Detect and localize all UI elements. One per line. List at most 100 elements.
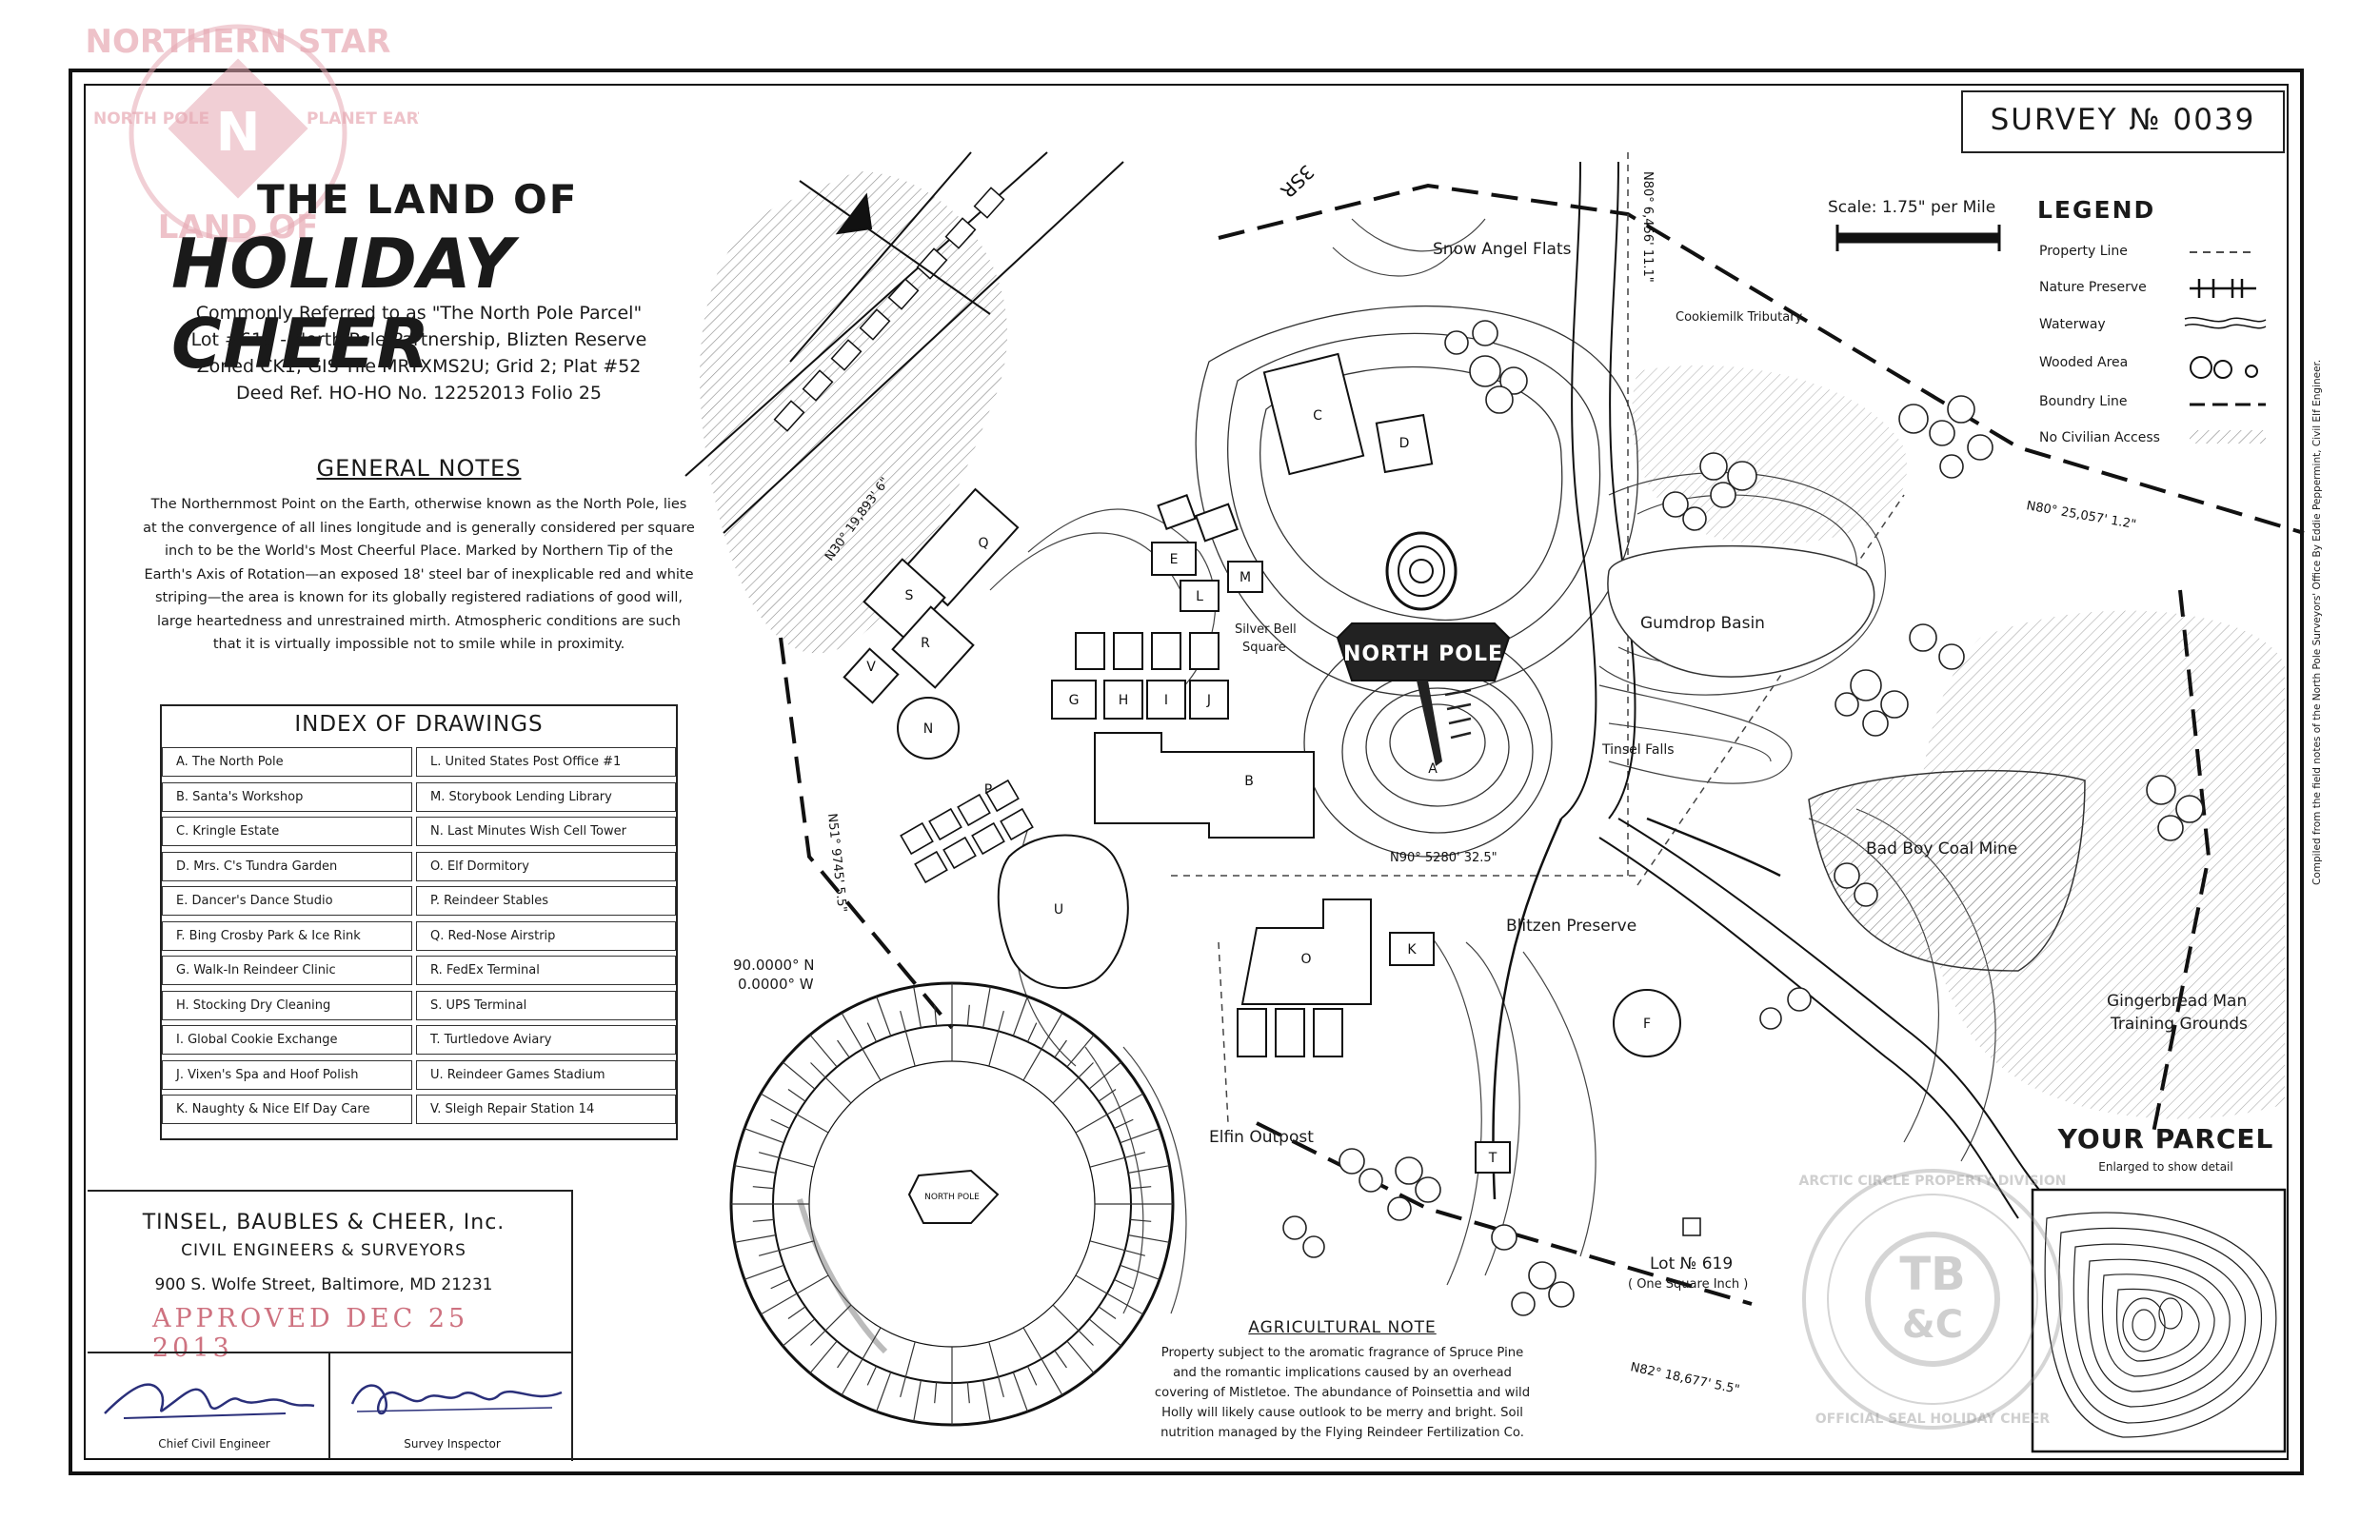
wooded-areas xyxy=(1282,320,2204,1316)
northern-star-stamp: NORTHERN STAR LAND OF NORTH POLE PLANET … xyxy=(86,23,419,247)
compass-tick xyxy=(982,1380,991,1422)
sig-label-chief: Chief Civil Engineer xyxy=(158,1437,270,1451)
compass-tick xyxy=(1130,1218,1152,1222)
label-gumdrop-basin: Gumdrop Basin xyxy=(1640,614,1765,633)
subtitle-line: Commonly Referred to as "The North Pole … xyxy=(195,303,643,324)
compass-tick xyxy=(759,1250,780,1256)
letter-r: R xyxy=(921,636,930,651)
compass-tick xyxy=(1054,1350,1067,1369)
seal-initials-top: TB xyxy=(1899,1248,1965,1301)
compass-spoke xyxy=(824,1304,852,1332)
compass-tick xyxy=(900,1376,906,1397)
letter-d: D xyxy=(1399,436,1410,451)
compass-spoke xyxy=(796,1274,829,1294)
index-entry: I. Global Cookie Exchange xyxy=(162,1025,412,1055)
compass-spoke xyxy=(779,1240,815,1252)
letter-h: H xyxy=(1119,693,1129,708)
coal-mine-area xyxy=(1808,769,2086,972)
general-notes-line: Earth's Axis of Rotation—an exposed 18' … xyxy=(144,566,694,582)
bearing-4: N90° 5280' 32.5" xyxy=(1390,851,1497,865)
letter-e: E xyxy=(1170,552,1179,567)
compass-tick xyxy=(1124,1250,1145,1256)
letter-l: L xyxy=(1196,589,1203,604)
general-notes-line: at the convergence of all lines longitud… xyxy=(143,520,695,536)
letter-s: S xyxy=(905,588,914,603)
index-entry: T. Turtledove Aviary xyxy=(416,1025,676,1055)
label-elfin-outpost: Elfin Outpost xyxy=(1209,1128,1314,1147)
index-entry: R. FedEx Terminal xyxy=(416,956,676,985)
lot-marker xyxy=(1682,1217,1701,1236)
outer-border xyxy=(69,69,2304,1475)
compass-tick xyxy=(1066,1340,1095,1374)
compass-tick xyxy=(1041,1358,1063,1396)
firm-divider xyxy=(88,1352,573,1353)
legend-symbols xyxy=(2184,251,2267,406)
letter-v: V xyxy=(866,660,876,675)
building-o xyxy=(1240,898,1372,1005)
index-entry: J. Vixen's Spa and Hoof Polish xyxy=(162,1059,412,1090)
building-gx1 xyxy=(1075,632,1105,670)
building-n xyxy=(897,697,960,760)
seal-ring-text: ARCTIC CIRCLE PROPERTY DIVISION xyxy=(1799,1174,2067,1189)
compass-tick xyxy=(1012,1372,1028,1412)
building-f xyxy=(1613,989,1681,1057)
general-notes-body: The Northernmost Point on the Earth, oth… xyxy=(143,493,695,657)
compass-tick xyxy=(1066,1034,1095,1068)
building-g xyxy=(1051,680,1097,720)
compass-tick xyxy=(1120,1264,1160,1280)
index-entry: O. Elf Dormitory xyxy=(416,851,676,881)
index-of-drawings xyxy=(160,704,678,1140)
stamp-center-letter: N xyxy=(216,102,261,164)
label-cookiemilk-tributary: Cookiemilk Tributary xyxy=(1676,310,1803,325)
label-training-grounds: Training Grounds xyxy=(2111,1015,2248,1034)
compass-tick xyxy=(810,1330,826,1346)
building-h xyxy=(1103,680,1143,720)
legend-nature-preserve: Nature Preserve xyxy=(2039,280,2147,295)
signature-divider xyxy=(328,1352,330,1459)
inner-border xyxy=(84,84,2289,1460)
no-access-area-east xyxy=(1919,610,2285,1119)
general-notes-title: GENERAL NOTES xyxy=(316,455,522,482)
compass-tick xyxy=(809,1340,838,1374)
sig-label-inspector: Survey Inspector xyxy=(404,1437,501,1451)
label-lot-619: Lot № 619 xyxy=(1650,1254,1734,1273)
buildings xyxy=(843,352,1681,1174)
index-entry: C. Kringle Estate xyxy=(162,817,412,846)
letter-m: M xyxy=(1240,570,1251,585)
compass-tick xyxy=(934,1004,938,1026)
building-e xyxy=(1151,542,1197,576)
compiler-credit: Compiled from the field notes of the Nor… xyxy=(2311,359,2323,885)
index-entry: K. Naughty & Nice Elf Day Care xyxy=(162,1095,412,1124)
index-title: INDEX OF DRAWINGS xyxy=(294,712,544,737)
letter-t: T xyxy=(1488,1151,1497,1166)
compass-tick xyxy=(1088,1061,1122,1090)
letter-c: C xyxy=(1313,408,1322,424)
stamp-left-text: NORTH POLE xyxy=(93,109,209,128)
compass-tick xyxy=(1026,1366,1038,1386)
index-entry: L. United States Post Office #1 xyxy=(416,747,676,777)
survey-number-box xyxy=(1961,90,2285,153)
agricultural-line: covering of Mistletoe. The abundance of … xyxy=(1154,1386,1531,1400)
compass-tick xyxy=(934,1382,938,1404)
compass-spoke xyxy=(1052,1076,1080,1104)
index-entry: D. Mrs. C's Tundra Garden xyxy=(162,851,412,881)
index-entry: N. Last Minutes Wish Cell Tower xyxy=(416,817,676,846)
index-entry: B. Santa's Workshop xyxy=(162,781,412,812)
compass-tick xyxy=(1041,1012,1063,1050)
compass-tick xyxy=(782,1318,816,1347)
subtitle: Commonly Referred to as "The North Pole … xyxy=(143,300,695,406)
bearing-1: N80° 6,456' 11.1" xyxy=(1640,171,1655,283)
legend-wooded-area: Wooded Area xyxy=(2039,355,2129,370)
compass-tick xyxy=(1088,1318,1122,1347)
compass-spoke xyxy=(904,1341,916,1377)
waterway xyxy=(1560,161,2048,1219)
bearing-5: N51° 9745' 5.5" xyxy=(824,813,849,913)
compass-tick xyxy=(752,1218,774,1222)
letter-p: P xyxy=(984,782,992,798)
compass-tick xyxy=(787,1089,806,1102)
agricultural-line: Property subject to the aromatic fragran… xyxy=(1160,1346,1524,1360)
compass-tick xyxy=(966,1004,970,1026)
compass-tick xyxy=(1098,1089,1117,1102)
compass-tick xyxy=(1012,996,1028,1037)
